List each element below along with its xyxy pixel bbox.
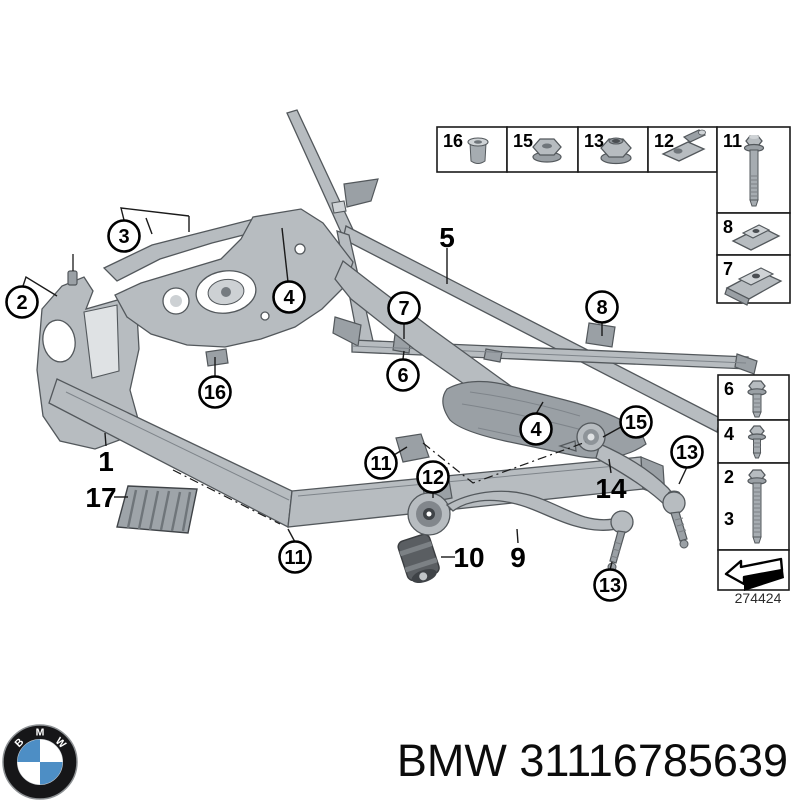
hex-flange-bolt-long-icon	[747, 469, 767, 544]
legend-label-7: 7	[723, 259, 733, 279]
callout-7: 7	[387, 291, 421, 325]
callout-11-left: 11	[278, 540, 312, 574]
circled-callouts: 3 2 4 16 11 7 6 8 4 15 13 11 12 13	[5, 219, 704, 602]
callout-11-center: 11	[364, 446, 398, 480]
svg-text:12: 12	[422, 467, 444, 489]
control-arm-drawing	[397, 490, 634, 583]
svg-text:11: 11	[370, 453, 391, 475]
legend-label-6: 6	[724, 379, 734, 399]
svg-text:13: 13	[599, 575, 621, 597]
callout-8: 8	[585, 290, 619, 324]
bolt-axis-line	[422, 441, 587, 484]
legend-label-16: 16	[443, 131, 463, 151]
callout-12: 12	[416, 460, 450, 494]
callout-16: 16	[198, 375, 232, 409]
callout-14: 14	[595, 473, 627, 504]
svg-text:4: 4	[530, 419, 542, 441]
fastener-legend-top: 16 15 13 12 11	[436, 126, 791, 306]
blind-rivet-nut-icon	[467, 137, 489, 164]
long-hex-flange-bolt-icon	[743, 135, 765, 207]
callout-4-lower: 4	[519, 412, 553, 446]
hex-flange-nut-icon	[532, 138, 562, 163]
callout-6: 6	[386, 358, 420, 392]
svg-text:16: 16	[204, 382, 226, 404]
leader-lines	[22, 207, 688, 571]
direction-of-travel-arrow-icon	[724, 557, 784, 591]
svg-text:3: 3	[118, 226, 129, 248]
legend-label-13: 13	[584, 131, 604, 151]
svg-text:11: 11	[284, 547, 305, 569]
callout-17: 17	[85, 482, 116, 513]
drawing-number: 274424	[735, 590, 782, 606]
callout-3: 3	[107, 219, 141, 253]
callout-15: 15	[619, 405, 653, 439]
callout-1: 1	[98, 446, 114, 477]
roundel-letter-m: M	[36, 727, 45, 739]
hex-flange-bolt-medium-icon	[747, 380, 767, 418]
legend-label-12: 12	[654, 131, 674, 151]
cage-nut-clip-icon	[731, 224, 781, 251]
callout-9: 9	[510, 542, 526, 573]
svg-text:8: 8	[596, 297, 607, 319]
hex-flange-lock-nut-icon	[600, 137, 632, 165]
svg-text:2: 2	[16, 292, 27, 314]
skid-plate-axis-line	[172, 469, 281, 525]
svg-text:13: 13	[676, 442, 698, 464]
svg-text:7: 7	[398, 298, 409, 320]
part-number-text: BMW 31116785639	[397, 735, 788, 786]
hex-flange-bolt-short-icon	[747, 425, 767, 459]
tension-strut-drawing	[558, 422, 689, 549]
svg-text:15: 15	[625, 412, 647, 434]
svg-text:4: 4	[283, 287, 295, 309]
legend-label-2: 2	[724, 467, 734, 487]
callout-4-upper: 4	[272, 280, 306, 314]
rubber-bushing-drawing	[397, 533, 440, 583]
callout-13-bottom: 13	[593, 568, 627, 602]
legend-label-11: 11	[723, 131, 742, 151]
skid-plate-drawing	[116, 485, 198, 534]
legend-label-8: 8	[723, 217, 733, 237]
weld-nut-plate-icon	[661, 129, 707, 162]
callout-10: 10	[453, 542, 484, 573]
callout-2: 2	[5, 285, 39, 319]
legend-label-15: 15	[513, 131, 533, 151]
legend-label-4: 4	[724, 424, 734, 444]
callout-13-right: 13	[670, 435, 704, 469]
cage-nut-clip-large-icon	[724, 267, 783, 306]
plain-callouts: 1 5 14 17 9 10	[85, 222, 627, 573]
bmw-roundel-logo: B M W	[2, 724, 78, 800]
legend-label-3: 3	[724, 509, 734, 529]
svg-text:6: 6	[397, 365, 408, 387]
callout-5: 5	[439, 222, 455, 253]
fastener-legend-side: 6 4 2 3	[717, 374, 790, 606]
subframe-drawing	[36, 208, 666, 529]
